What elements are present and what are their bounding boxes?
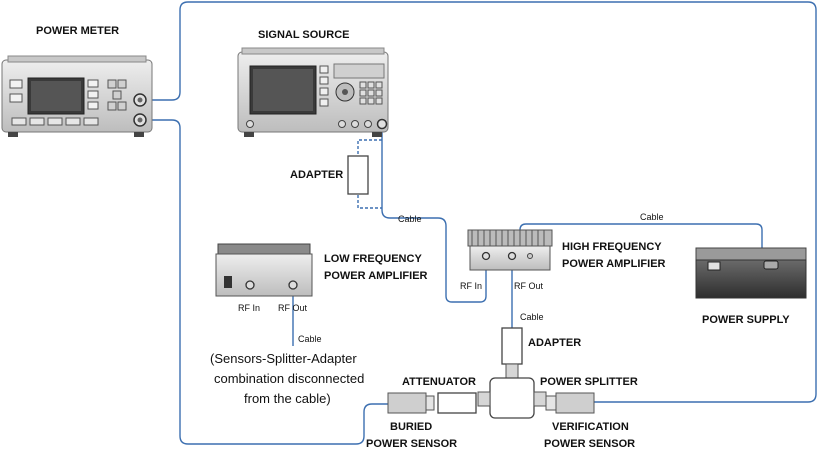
label-hf-amp-line1: HIGH FREQUENCY: [562, 241, 662, 253]
power-splitter-device: [477, 377, 547, 419]
high-frequency-amplifier-device: [467, 229, 553, 271]
label-buried-line2: POWER SENSOR: [366, 438, 457, 450]
label-verification-line2: POWER SENSOR: [544, 438, 635, 450]
label-cable-hf: Cable: [520, 312, 544, 322]
label-hf-amp-line2: POWER AMPLIFIER: [562, 258, 666, 270]
low-frequency-amplifier-device: [215, 243, 313, 297]
label-power-meter: POWER METER: [36, 25, 119, 37]
label-hf-rf-out: RF Out: [514, 281, 544, 291]
label-attenuator: ATTENUATOR: [402, 376, 476, 388]
label-power-supply: POWER SUPPLY: [702, 314, 790, 326]
note-line-1: (Sensors-Splitter-Adapter: [210, 351, 357, 366]
signal-source-device: [237, 47, 389, 137]
dashed-adapter-link: [357, 139, 382, 209]
label-cable-right: Cable: [640, 212, 664, 222]
label-hf-rf-in: RF In: [460, 281, 482, 291]
power-supply-device: [695, 247, 807, 299]
cable-meter-to-buried-sensor: [148, 119, 388, 445]
verification-power-sensor-device: [545, 392, 595, 414]
label-buried-line1: BURIED: [390, 421, 432, 433]
label-signal-source: SIGNAL SOURCE: [258, 29, 349, 41]
adapter-bottom-device: [501, 327, 523, 379]
cable-hf-amp-to-power-supply: [519, 223, 763, 248]
label-cable-lf: Cable: [298, 334, 322, 344]
label-adapter-top: ADAPTER: [290, 169, 343, 181]
label-cable-top: Cable: [398, 214, 422, 224]
cable-source-to-hf-amp: [381, 128, 487, 303]
label-power-splitter: POWER SPLITTER: [540, 376, 638, 388]
adapter-top-device: [347, 155, 369, 195]
label-verification-line1: VERIFICATION: [552, 421, 629, 433]
label-lf-rf-in: RF In: [238, 303, 260, 313]
cable-meter-to-verification-sensor: [148, 1, 817, 403]
label-lf-amp-line1: LOW FREQUENCY: [324, 253, 422, 265]
label-lf-amp-line2: POWER AMPLIFIER: [324, 270, 428, 282]
power-meter-device: [1, 55, 153, 137]
note-line-3: from the cable): [244, 391, 331, 406]
label-adapter-bottom: ADAPTER: [528, 337, 581, 349]
note-line-2: combination disconnected: [214, 371, 364, 386]
label-lf-rf-out: RF Out: [278, 303, 308, 313]
attenuator-device: [437, 392, 477, 414]
buried-power-sensor-device: [387, 392, 435, 414]
